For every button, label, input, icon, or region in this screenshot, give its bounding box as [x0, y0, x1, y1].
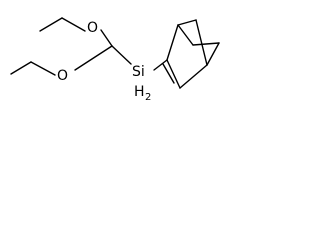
bond-ring-c6-c5 — [192, 42, 220, 46]
bond-ch2-o-upper — [61, 17, 86, 32]
bond-ch-si — [111, 45, 132, 65]
bond-ch2-o-lower — [30, 61, 56, 76]
bond-ring-c3-c2 — [166, 59, 181, 89]
silicon-hydrogen-count: 2 — [145, 92, 151, 103]
oxygen-atom-label-lower: O — [57, 68, 68, 84]
bond-ring-c5-c4 — [206, 42, 220, 66]
silicon-atom-label: Si — [132, 64, 145, 80]
bond-ring-c1-c7 — [177, 19, 197, 26]
bond-o-ch-lower — [74, 45, 113, 71]
bond-ring-c1-c6 — [177, 24, 194, 46]
bond-ring-c7-c4 — [195, 19, 208, 66]
bond-ring-c2-c1 — [166, 24, 179, 61]
bond-ch3-ch2-lower — [10, 61, 32, 75]
bond-ring-c3-c2-double — [162, 63, 175, 84]
structure-diagram: O O Si H 2 — [10, 17, 220, 103]
bond-ring-c4-c3 — [179, 64, 208, 89]
bond-o-ch-upper — [100, 29, 113, 47]
bond-ch3-ch2-upper — [39, 17, 63, 32]
bond-si-ring — [153, 59, 168, 71]
silicon-hydrogen-label: H — [134, 84, 145, 100]
oxygen-atom-label-upper: O — [87, 20, 98, 36]
